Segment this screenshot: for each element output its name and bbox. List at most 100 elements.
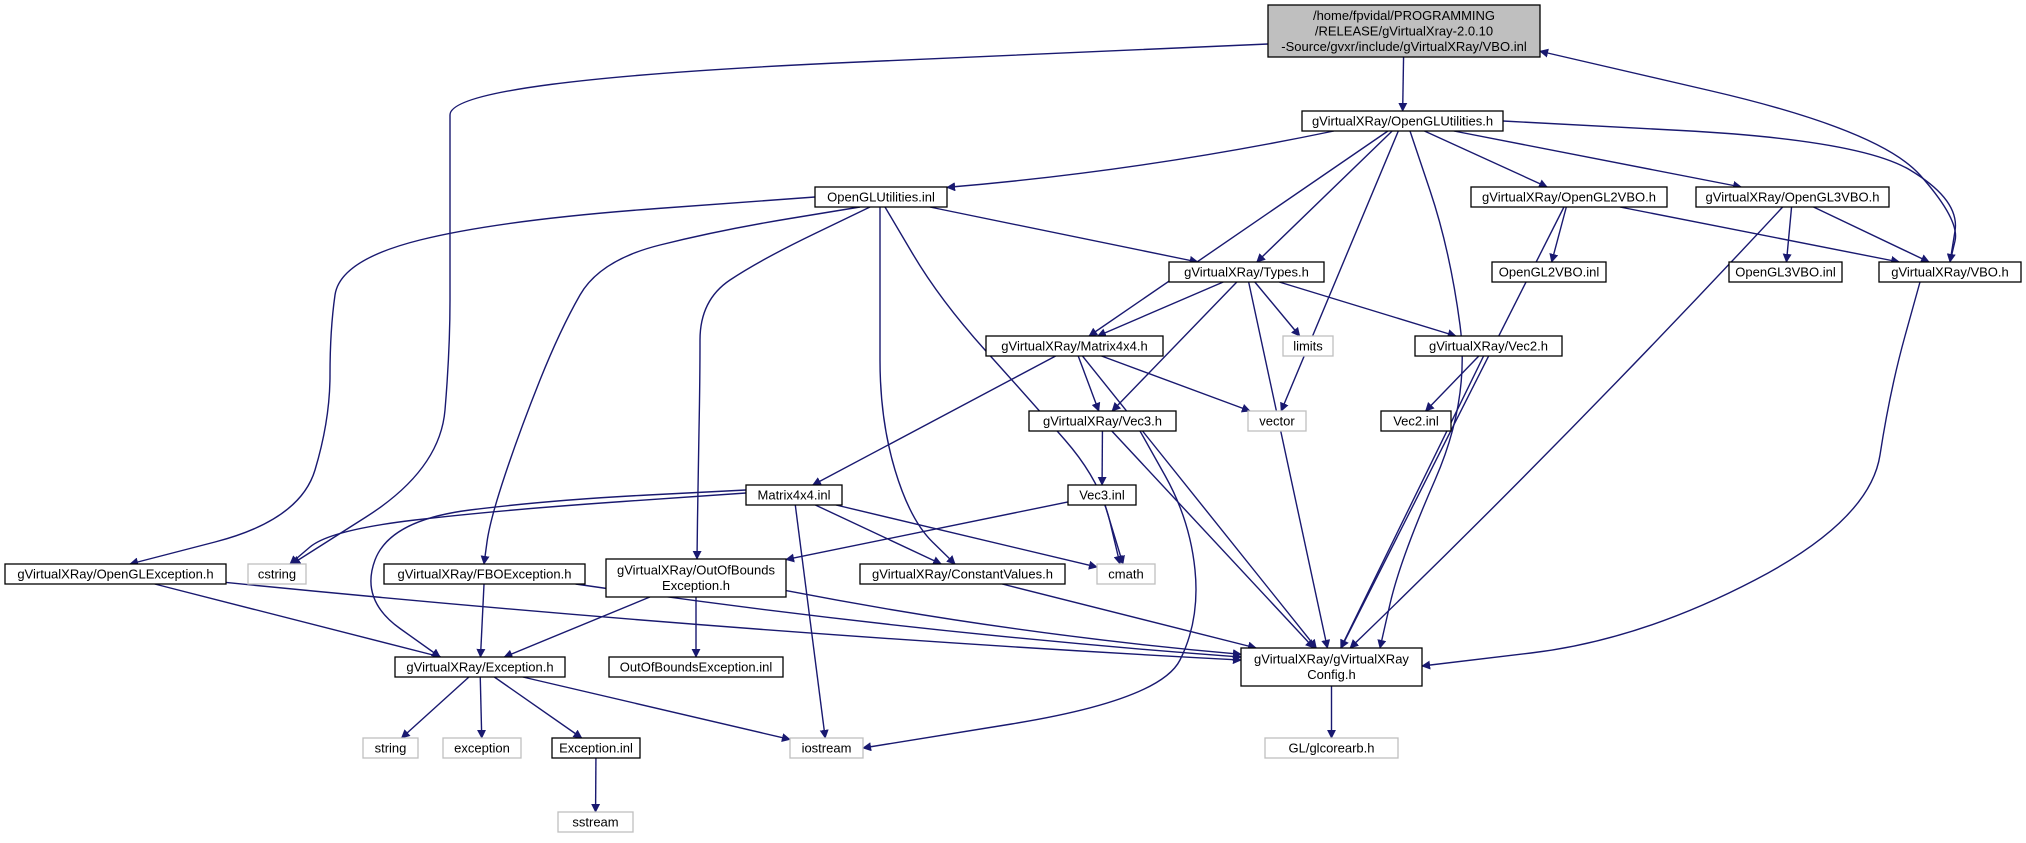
node-fboexc-h[interactable]: gVirtualXRay/FBOException.h: [383, 563, 586, 585]
edge-line: [1340, 355, 1485, 649]
edge-vec2_h-to-config_h: [1340, 355, 1485, 649]
node-ogl2vbo-h[interactable]: gVirtualXRay/OpenGL2VBO.h: [1470, 186, 1668, 208]
node-label: gVirtualXRay/Matrix4x4.h: [1001, 338, 1147, 353]
node-label: GL/glcorearb.h: [1289, 740, 1375, 755]
node-oglutil-h[interactable]: gVirtualXRay/OpenGLUtilities.h: [1301, 110, 1504, 132]
node-vbo-h[interactable]: gVirtualXRay/VBO.h: [1878, 261, 2022, 283]
edge-line: [692, 206, 871, 560]
edge-vec3_inl-to-cmath: [1104, 504, 1125, 565]
node-box: [362, 737, 419, 759]
node-label: Vec2.inl: [1393, 413, 1439, 428]
node-label: gVirtualXRay/OutOfBounds: [617, 563, 776, 578]
edge-types_h-to-matrix_h: [1096, 281, 1224, 337]
edge-ogl3vbo_h-to-config_h: [1349, 206, 1784, 649]
node-vec2-inl[interactable]: Vec2.inl: [1380, 410, 1452, 432]
edge-types_h-to-vec2_h: [1278, 281, 1457, 338]
edge-exc_h-to-string: [400, 676, 470, 739]
node-label: -Source/gvxr/include/gVirtualXRay/VBO.in…: [1281, 39, 1527, 54]
edge-line: [493, 676, 583, 739]
node-root[interactable]: /home/fpvidal/PROGRAMMING/RELEASE/gVirtu…: [1267, 4, 1541, 58]
node-oob-h[interactable]: gVirtualXRay/OutOfBoundsException.h: [605, 558, 787, 598]
node-label: gVirtualXRay/OpenGLException.h: [17, 566, 213, 581]
edge-line: [503, 596, 651, 659]
node-label: /home/fpvidal/PROGRAMMING: [1313, 8, 1495, 23]
edge-line: [1425, 355, 1480, 412]
node-box: [605, 558, 787, 598]
node-oglexc-h[interactable]: gVirtualXRay/OpenGLException.h: [4, 563, 227, 585]
edge-line: [794, 504, 829, 739]
node-box: [1028, 410, 1177, 432]
node-box: [1267, 4, 1541, 58]
edge-oglutil_h-to-matrix_h: [1088, 130, 1389, 337]
node-vec3-h[interactable]: gVirtualXRay/Vec3.h: [1028, 410, 1177, 432]
node-label: gVirtualXRay/OpenGL3VBO.h: [1706, 189, 1880, 204]
node-label: Vec3.inl: [1079, 487, 1125, 502]
node-ogl3vbo-h[interactable]: gVirtualXRay/OpenGL3VBO.h: [1695, 186, 1890, 208]
node-cmath[interactable]: cmath: [1096, 563, 1156, 585]
node-box: [1414, 335, 1563, 357]
node-box: [557, 811, 634, 833]
node-vec2-h[interactable]: gVirtualXRay/Vec2.h: [1414, 335, 1563, 357]
node-glcorearb[interactable]: GL/glcorearb.h: [1264, 737, 1399, 759]
edge-line: [946, 130, 1335, 192]
node-limits[interactable]: limits: [1282, 335, 1334, 357]
node-const-h[interactable]: gVirtualXRay/ConstantValues.h: [859, 563, 1066, 585]
edge-line: [1104, 504, 1125, 565]
edge-exc_h-to-iostream: [522, 676, 791, 743]
node-label: gVirtualXRay/Vec3.h: [1043, 413, 1162, 428]
edge-types_h-to-limits: [1254, 281, 1301, 337]
node-iostream[interactable]: iostream: [789, 737, 864, 759]
edge-line: [785, 589, 1242, 659]
node-label: gVirtualXRay/FBOException.h: [398, 566, 572, 581]
edge-vbo_h-to-config_h: [1421, 281, 1921, 670]
node-exc-inl[interactable]: Exception.inl: [551, 737, 641, 759]
node-ogl2vbo-inl[interactable]: OpenGL2VBO.inl: [1491, 261, 1607, 283]
node-label: OpenGL3VBO.inl: [1735, 264, 1836, 279]
node-label: exception: [454, 740, 510, 755]
edge-line: [879, 207, 956, 565]
node-oob-inl[interactable]: OutOfBoundsException.inl: [608, 656, 784, 678]
node-label: sstream: [572, 814, 618, 829]
node-label: string: [375, 740, 407, 755]
edge-oglutil_h-to-config_h: [1377, 130, 1463, 649]
node-box: [789, 737, 864, 759]
node-matrix-h[interactable]: gVirtualXRay/Matrix4x4.h: [985, 335, 1164, 357]
node-box: [859, 563, 1066, 585]
node-ogl3vbo-inl[interactable]: OpenGL3VBO.inl: [1728, 261, 1843, 283]
edge-vec3_inl-to-oob_h: [785, 501, 1069, 563]
edge-line: [154, 583, 442, 660]
node-box: [1096, 563, 1156, 585]
edge-line: [1539, 48, 1957, 263]
edge-oglutil_inl-to-const_h: [879, 207, 956, 565]
node-label: gVirtualXRay/ConstantValues.h: [872, 566, 1053, 581]
node-exception[interactable]: exception: [442, 737, 522, 759]
edge-line: [835, 504, 1098, 570]
edge-line: [1077, 355, 1101, 412]
node-box: [247, 563, 307, 585]
node-string[interactable]: string: [362, 737, 419, 759]
node-sstream[interactable]: sstream: [557, 811, 634, 833]
node-box: [1491, 261, 1607, 283]
edge-line: [815, 504, 942, 565]
edge-line: [477, 676, 487, 739]
node-vector[interactable]: vector: [1247, 410, 1307, 432]
node-vec3-inl[interactable]: Vec3.inl: [1067, 484, 1137, 506]
node-oglutil-inl[interactable]: OpenGLUtilities.inl: [814, 186, 948, 208]
node-cstring[interactable]: cstring: [247, 563, 307, 585]
node-label: OpenGLUtilities.inl: [827, 189, 935, 204]
node-box: [394, 656, 566, 678]
edge-line: [1081, 355, 1317, 649]
node-label: iostream: [802, 740, 852, 755]
node-types-h[interactable]: gVirtualXRay/Types.h: [1168, 261, 1325, 283]
node-exc-h[interactable]: gVirtualXRay/Exception.h: [394, 656, 566, 678]
edge-line: [1502, 120, 1957, 263]
edge-ogl3vbo_h-to-vbo_h: [1813, 206, 1930, 263]
edge-vec3_h-to-config_h: [1111, 430, 1315, 649]
edge-line: [1453, 130, 1743, 190]
edge-line: [522, 676, 791, 743]
node-box: [551, 737, 641, 759]
edge-line: [476, 583, 486, 658]
node-matrix-inl[interactable]: Matrix4x4.inl: [745, 484, 843, 506]
